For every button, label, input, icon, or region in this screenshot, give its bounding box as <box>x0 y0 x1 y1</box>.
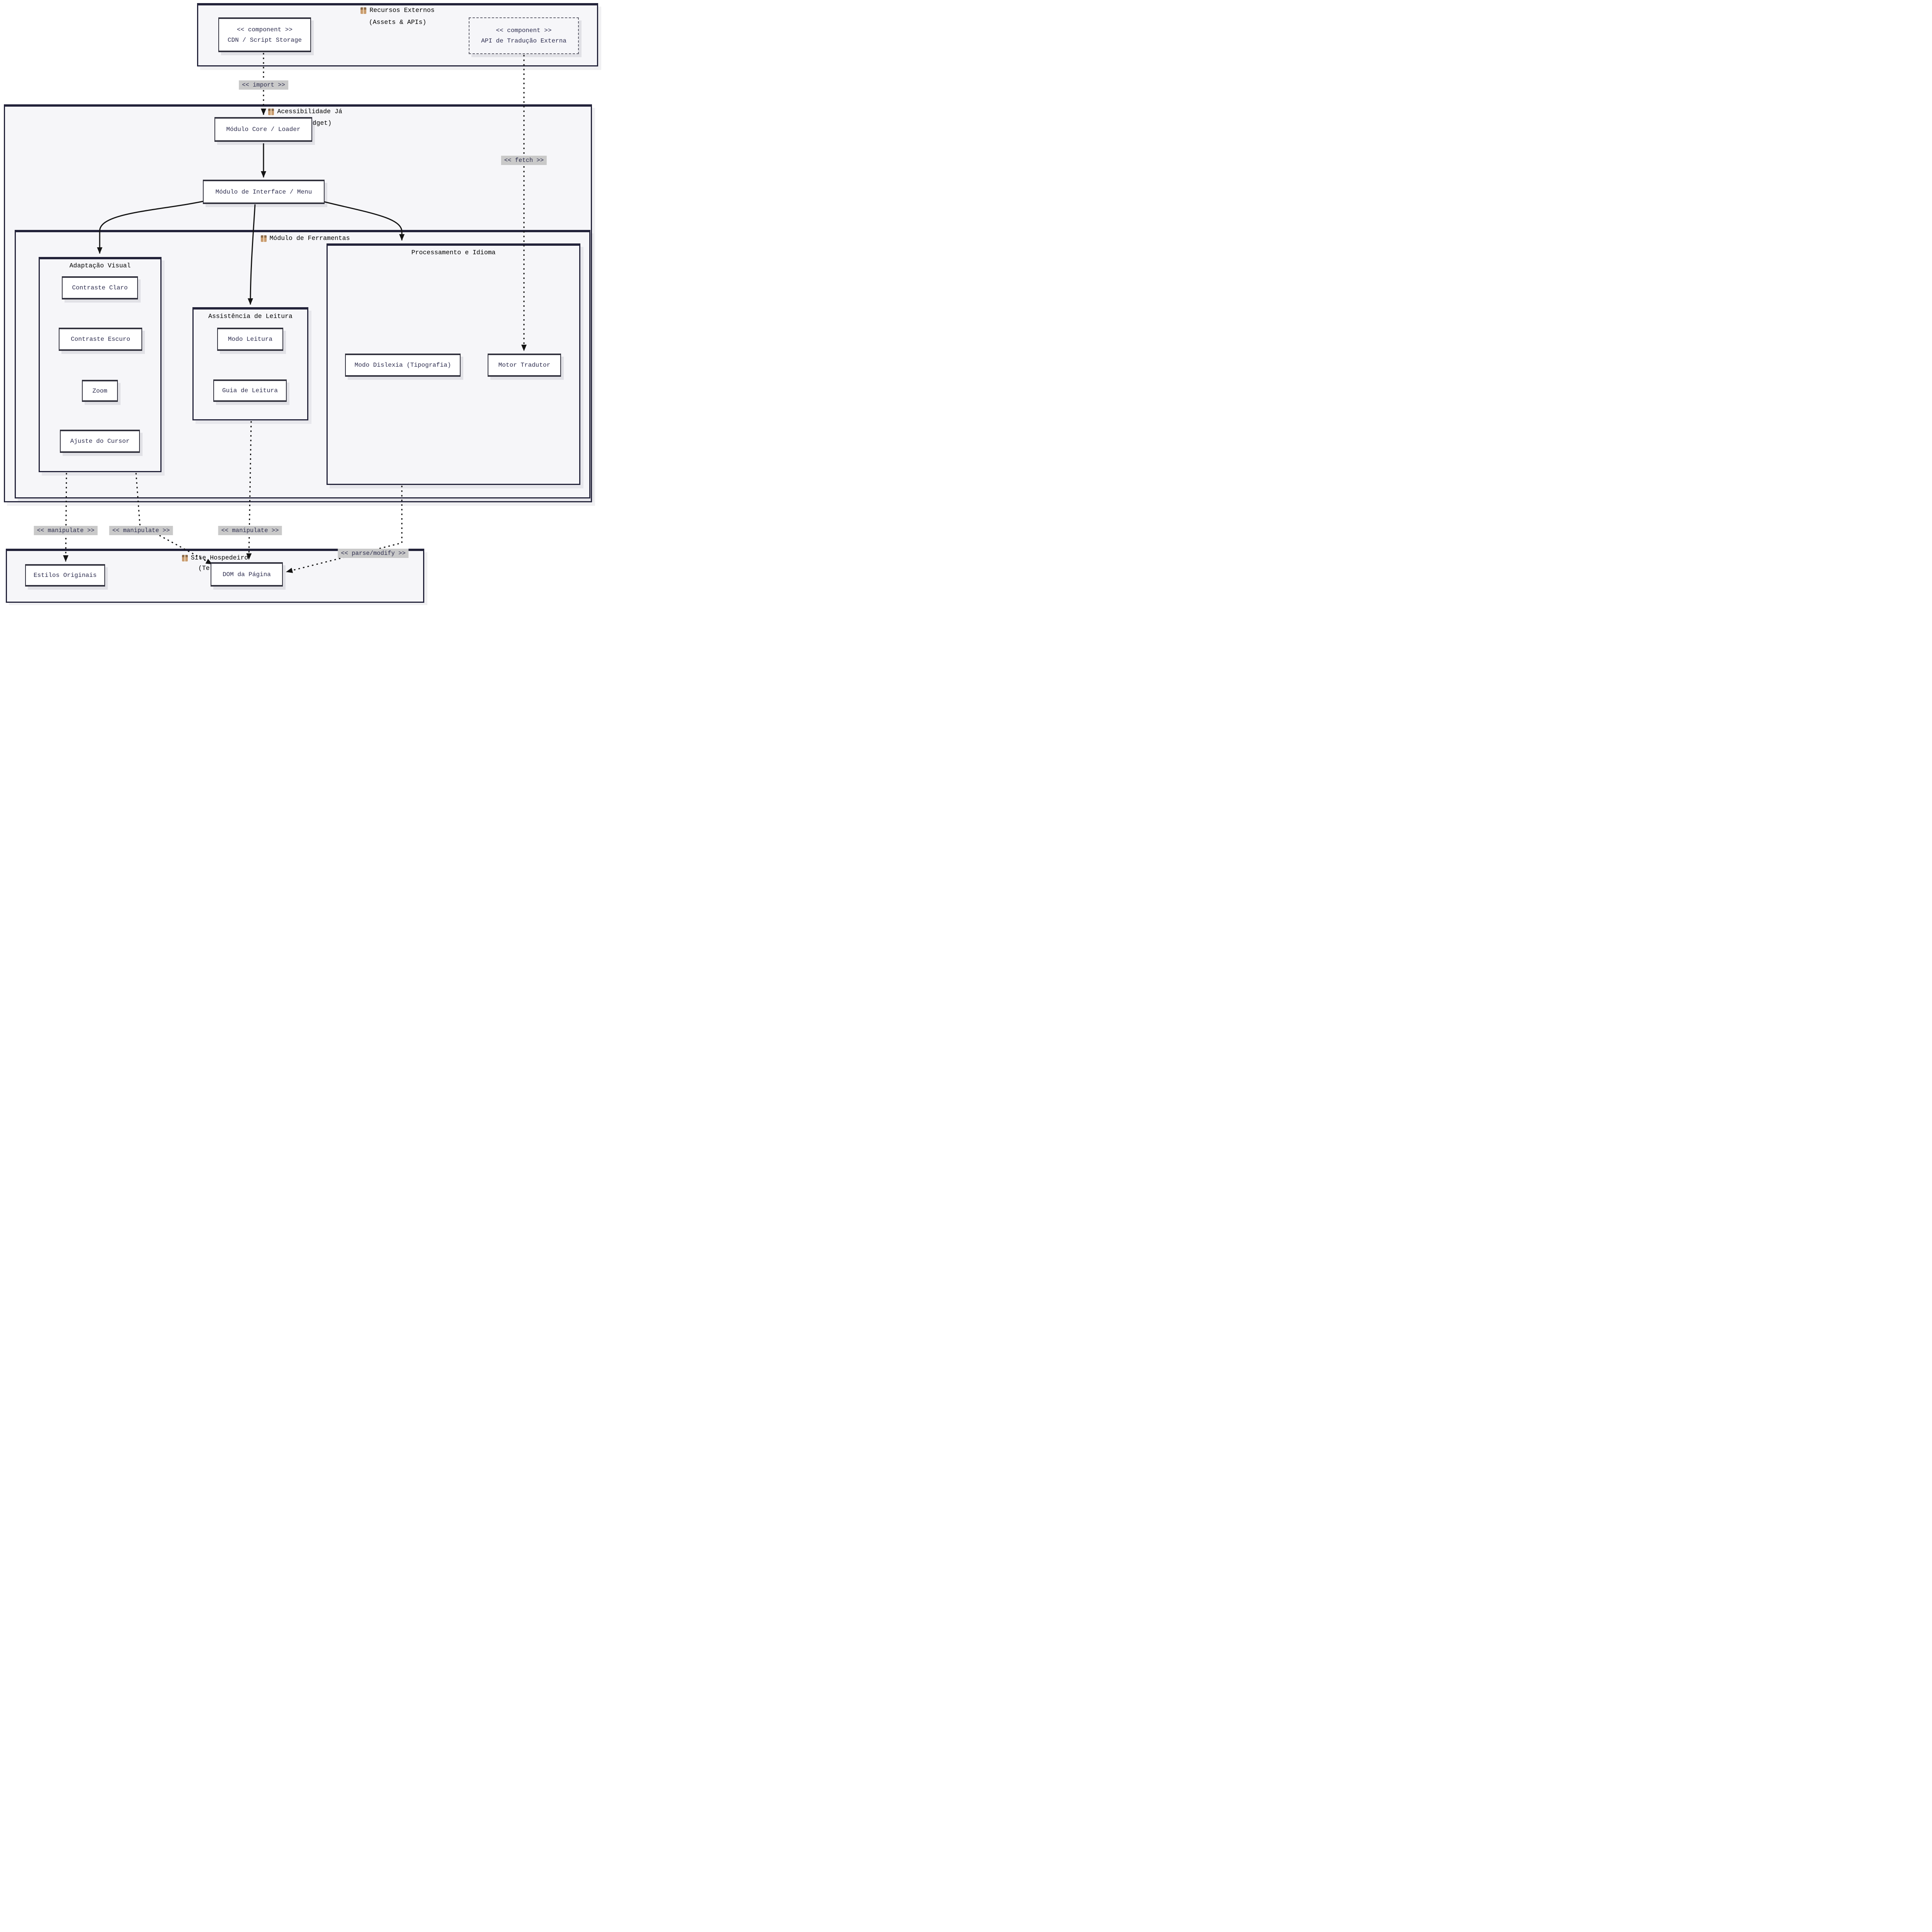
node-modulo-interface-menu: Módulo de Interface / Menu <box>203 180 325 204</box>
package-icon <box>361 7 367 14</box>
edge-label-manipulate-2: << manipulate >> <box>109 526 173 535</box>
package-icon <box>260 235 267 242</box>
edge-label-manipulate-3: << manipulate >> <box>218 526 282 535</box>
cluster-title-text: Módulo de Ferramentas <box>269 235 350 242</box>
node-label: Modo Leitura <box>228 336 273 343</box>
node-stereotype: << component >> <box>236 26 293 33</box>
node-label: Zoom <box>92 387 107 395</box>
node-label: Motor Tradutor <box>498 362 551 369</box>
edge-label-parse-modify: << parse/modify >> <box>338 549 409 558</box>
node-zoom: Zoom <box>82 380 118 402</box>
node-estilos-originais: Estilos Originais <box>25 564 105 587</box>
node-contraste-escuro: Contraste Escuro <box>59 328 142 351</box>
edge-assistencia-manipulate-dom <box>246 421 252 560</box>
cluster-title-text: Acessibilidade Já <box>277 108 342 115</box>
cluster-title-adaptacao-visual: Adaptação Visual <box>69 262 131 269</box>
cluster-title-acessibilidade-ja: Acessibilidade Já <box>240 106 371 117</box>
node-contraste-claro: Contraste Claro <box>62 276 138 299</box>
edge-label-fetch: << fetch >> <box>501 156 547 165</box>
node-label: DOM da Página <box>223 571 271 578</box>
node-modulo-core-loader: Módulo Core / Loader <box>214 117 312 142</box>
package-icon <box>268 108 274 115</box>
node-dom-pagina: DOM da Página <box>211 562 283 587</box>
node-api-traducao-externa: << component >> API de Tradução Externa <box>469 17 579 54</box>
edge-interface-to-assistencia <box>248 204 256 305</box>
node-modo-leitura: Modo Leitura <box>217 328 283 351</box>
node-label: Guia de Leitura <box>222 387 278 394</box>
cluster-subtitle-recursos-externos: (Assets & APIs) <box>369 19 427 26</box>
cluster-title-text: Site Hospedeiro <box>190 554 248 561</box>
node-label: Modo Dislexia (Tipografia) <box>354 362 451 369</box>
cluster-title-site-hospedeiro: Site Hospedeiro <box>6 552 424 564</box>
node-label: Estilos Originais <box>33 572 97 579</box>
cluster-title-text: Recursos Externos <box>369 7 435 14</box>
cluster-subtitle-site-hospedeiro: (Te <box>198 565 210 572</box>
cluster-title-recursos-externos: Recursos Externos <box>197 5 598 16</box>
node-label: Contraste Claro <box>72 284 128 291</box>
node-cdn-script-storage: << component >> CDN / Script Storage <box>218 17 311 52</box>
edge-adaptacao-manipulate-dom <box>135 473 213 565</box>
node-ajuste-cursor: Ajuste do Cursor <box>60 430 140 453</box>
edge-processamento-parse-dom <box>286 486 403 573</box>
node-label: Módulo Core / Loader <box>226 126 301 133</box>
node-stereotype: << component >> <box>496 27 552 34</box>
node-label: Módulo de Interface / Menu <box>215 188 312 196</box>
node-label: Contraste Escuro <box>71 336 130 343</box>
node-label: Ajuste do Cursor <box>70 438 130 445</box>
diagram-canvas: Recursos Externos (Assets & APIs) Acessi… <box>0 0 606 605</box>
edge-interface-to-processamento <box>320 200 405 241</box>
node-motor-tradutor: Motor Tradutor <box>488 354 561 377</box>
edge-interface-to-adaptacao <box>97 199 209 254</box>
edges-layer <box>63 53 527 573</box>
package-icon <box>182 554 188 561</box>
node-modo-dislexia: Modo Dislexia (Tipografia) <box>345 354 461 377</box>
edge-label-import: << import >> <box>239 80 288 90</box>
node-label: API de Tradução Externa <box>481 37 566 44</box>
cluster-title-processamento-idioma: Processamento e Idioma <box>411 249 496 256</box>
cluster-title-modulo-ferramentas: Módulo de Ferramentas <box>232 233 379 244</box>
edge-label-manipulate-1: << manipulate >> <box>34 526 98 535</box>
node-guia-leitura: Guia de Leitura <box>213 379 287 402</box>
node-label: CDN / Script Storage <box>227 36 302 44</box>
cluster-title-assistencia-leitura: Assistência de Leitura <box>208 313 293 320</box>
